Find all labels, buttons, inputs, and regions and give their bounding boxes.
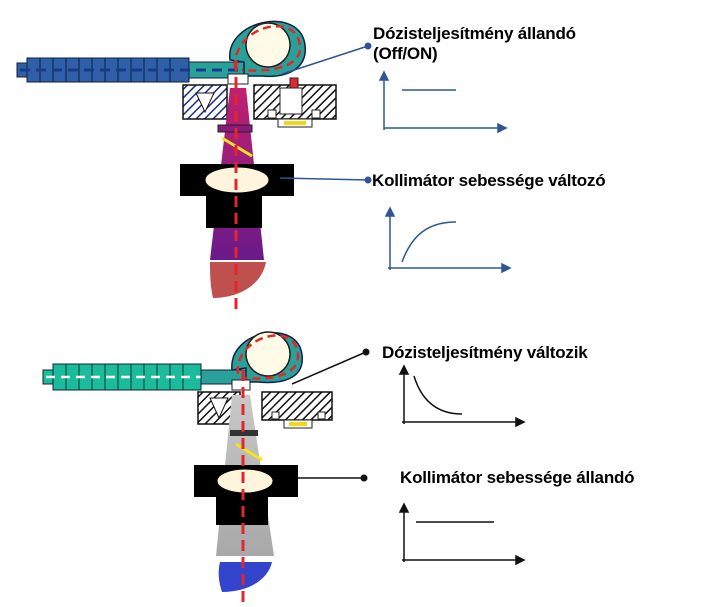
graph-decreasing-dose [398,364,526,428]
graph-constant-speed [398,502,526,566]
label-dose-constant: Dózisteljesítmény állandó [373,24,576,43]
label-dose-constant-sub: (Off/ON) [373,44,438,63]
label-collimator-speed-constant: Kollimátor sebessége állandó [400,468,635,487]
bottom-dose-distribution [218,562,272,592]
graph-constant-dose-top [378,70,508,134]
top-dose-distribution [210,262,266,298]
bottom-linac-assembly [42,331,333,607]
label-collimator-speed-variable: Kollimátor sebessége változó [372,171,606,190]
label-dose-variable: Dózisteljesítmény változik [382,343,588,362]
top-linac-assembly [16,20,337,310]
top-pointers [279,42,372,184]
graph-increasing-speed [384,206,512,274]
bottom-pointers [291,348,370,482]
